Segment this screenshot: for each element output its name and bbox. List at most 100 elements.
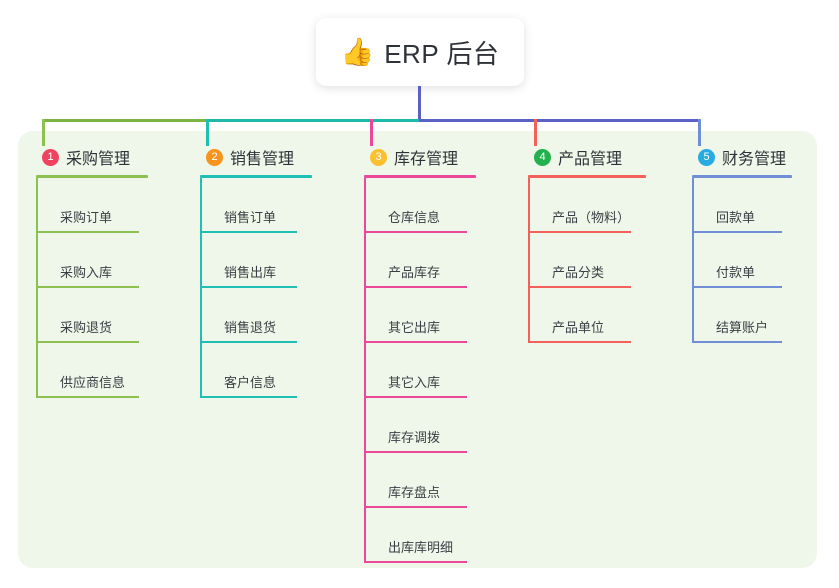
branch-item-label: 产品分类 bbox=[552, 265, 605, 280]
branch-item[interactable]: 销售订单 bbox=[200, 178, 312, 233]
branch-item-rule bbox=[36, 286, 139, 288]
branch-item-rule bbox=[364, 451, 467, 453]
branch-column-采购管理: 1 采购管理采购订单采购入库采购退货供应商信息 bbox=[36, 144, 148, 398]
branch-item-label: 采购入库 bbox=[60, 265, 113, 280]
branch-item-label: 销售退货 bbox=[224, 320, 277, 335]
branch-spine bbox=[692, 178, 694, 343]
branch-item[interactable]: 产品（物料） bbox=[528, 178, 646, 233]
branch-header-rule bbox=[200, 175, 312, 178]
branch-header-rule bbox=[364, 175, 476, 178]
branch-item-rule bbox=[692, 286, 782, 288]
branch-number-badge: 1 bbox=[42, 148, 59, 166]
branch-header-label: 产品管理 bbox=[558, 151, 623, 168]
branch-item-label: 产品库存 bbox=[388, 265, 441, 280]
branch-item-rule bbox=[200, 341, 297, 343]
branch-item-label: 客户信息 bbox=[224, 375, 277, 390]
branch-item-rule bbox=[36, 396, 139, 398]
branch-number-badge: 2 bbox=[206, 148, 223, 166]
branch-column-销售管理: 2 销售管理销售订单销售出库销售退货客户信息 bbox=[200, 144, 312, 398]
branch-item-rule bbox=[36, 341, 139, 343]
branch-header-label: 库存管理 bbox=[394, 151, 459, 168]
connector-bus-segment-3 bbox=[419, 119, 701, 122]
branch-item-list: 回款单付款单结算账户 bbox=[692, 178, 792, 343]
branch-item-label: 其它入库 bbox=[388, 375, 441, 390]
branch-item-label: 库存调拨 bbox=[388, 430, 441, 445]
branch-item-rule bbox=[528, 286, 631, 288]
branch-item[interactable]: 付款单 bbox=[692, 233, 792, 288]
branch-number-badge: 4 bbox=[534, 148, 551, 166]
branch-header-库存管理[interactable]: 3 库存管理 bbox=[364, 144, 476, 170]
branch-item[interactable]: 供应商信息 bbox=[36, 343, 148, 398]
root-node-erp-backend[interactable]: 👍 ERP 后台 bbox=[316, 18, 524, 86]
branch-item[interactable]: 采购入库 bbox=[36, 233, 148, 288]
connector-trunk bbox=[418, 86, 421, 122]
branch-number-badge: 3 bbox=[370, 148, 387, 166]
connector-bus-segment-1 bbox=[42, 119, 209, 122]
branch-spine bbox=[200, 178, 202, 398]
branch-item-label: 仓库信息 bbox=[388, 210, 441, 225]
branch-header-rule bbox=[36, 175, 148, 178]
branch-item-label: 出库库明细 bbox=[388, 540, 454, 555]
diagram-panel bbox=[18, 131, 817, 568]
branch-item[interactable]: 采购退货 bbox=[36, 288, 148, 343]
connector-drop-采购管理 bbox=[42, 119, 45, 146]
branch-header-rule bbox=[692, 175, 792, 178]
branch-item[interactable]: 采购订单 bbox=[36, 178, 148, 233]
branch-column-库存管理: 3 库存管理仓库信息产品库存其它出库其它入库库存调拨库存盘点出库库明细 bbox=[364, 144, 476, 563]
branch-item[interactable]: 其它入库 bbox=[364, 343, 476, 398]
branch-item-label: 其它出库 bbox=[388, 320, 441, 335]
branch-item[interactable]: 库存盘点 bbox=[364, 453, 476, 508]
branch-item[interactable]: 销售退货 bbox=[200, 288, 312, 343]
branch-item[interactable]: 其它出库 bbox=[364, 288, 476, 343]
branch-item[interactable]: 出库库明细 bbox=[364, 508, 476, 563]
branch-item-rule bbox=[364, 231, 467, 233]
branch-item-rule bbox=[36, 231, 139, 233]
connector-drop-销售管理 bbox=[206, 119, 209, 146]
branch-column-产品管理: 4 产品管理产品（物料） 产品分类产品单位 bbox=[528, 144, 646, 343]
branch-header-采购管理[interactable]: 1 采购管理 bbox=[36, 144, 148, 170]
branch-item-rule bbox=[364, 506, 467, 508]
thumbs-up-emoji: 👍 bbox=[340, 36, 375, 67]
branch-item-rule bbox=[364, 561, 467, 563]
branch-item-rule bbox=[528, 341, 631, 343]
branch-item-label: 销售订单 bbox=[224, 210, 277, 225]
branch-item[interactable]: 产品单位 bbox=[528, 288, 646, 343]
branch-item[interactable]: 产品分类 bbox=[528, 233, 646, 288]
branch-item-label: 采购订单 bbox=[60, 210, 113, 225]
branch-spine bbox=[528, 178, 530, 343]
branch-item-rule bbox=[364, 341, 467, 343]
branch-item[interactable]: 回款单 bbox=[692, 178, 792, 233]
branch-item-label: 产品（物料） bbox=[552, 210, 631, 225]
connector-drop-库存管理 bbox=[370, 119, 373, 146]
branch-header-产品管理[interactable]: 4 产品管理 bbox=[528, 144, 646, 170]
branch-item[interactable]: 销售出库 bbox=[200, 233, 312, 288]
branch-number-badge: 5 bbox=[698, 148, 715, 166]
branch-item-rule bbox=[200, 396, 297, 398]
branch-item-rule bbox=[364, 396, 467, 398]
branch-spine bbox=[36, 178, 38, 398]
branch-item[interactable]: 结算账户 bbox=[692, 288, 792, 343]
branch-item-label: 产品单位 bbox=[552, 320, 605, 335]
branch-item-rule bbox=[364, 286, 467, 288]
connector-drop-财务管理 bbox=[698, 119, 701, 146]
branch-header-label: 销售管理 bbox=[230, 151, 295, 168]
branch-item-label: 销售出库 bbox=[224, 265, 277, 280]
branch-item-rule bbox=[692, 231, 782, 233]
branch-header-label: 采购管理 bbox=[66, 151, 131, 168]
branch-item-list: 产品（物料） 产品分类产品单位 bbox=[528, 178, 646, 343]
branch-header-销售管理[interactable]: 2 销售管理 bbox=[200, 144, 312, 170]
branch-header-rule bbox=[528, 175, 646, 178]
branch-item-list: 仓库信息产品库存其它出库其它入库库存调拨库存盘点出库库明细 bbox=[364, 178, 476, 563]
branch-item[interactable]: 库存调拨 bbox=[364, 398, 476, 453]
branch-item-list: 销售订单销售出库销售退货客户信息 bbox=[200, 178, 312, 398]
connector-drop-产品管理 bbox=[534, 119, 537, 146]
branch-item[interactable]: 产品库存 bbox=[364, 233, 476, 288]
branch-item-label: 采购退货 bbox=[60, 320, 113, 335]
branch-item-rule bbox=[200, 231, 297, 233]
branch-item[interactable]: 仓库信息 bbox=[364, 178, 476, 233]
branch-item-label: 库存盘点 bbox=[388, 485, 441, 500]
branch-item[interactable]: 客户信息 bbox=[200, 343, 312, 398]
